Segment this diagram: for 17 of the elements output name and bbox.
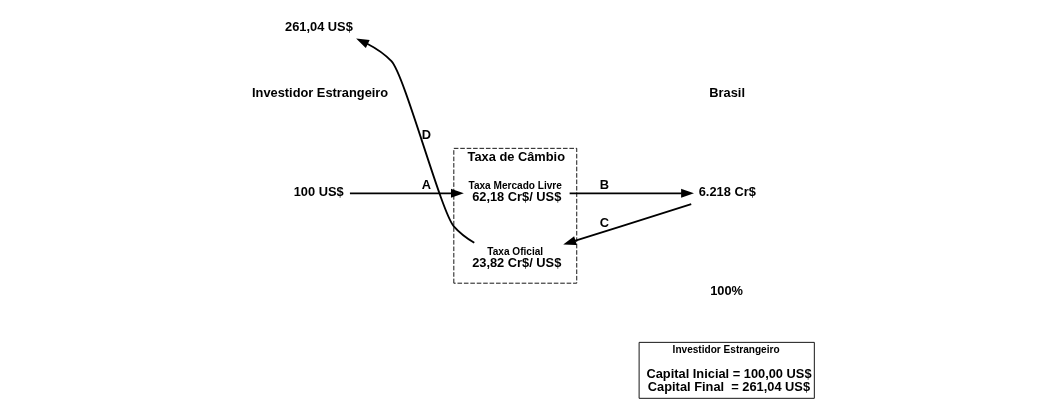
edge-label: B bbox=[599, 176, 609, 192]
node-text: 6.218 Cr$ bbox=[698, 183, 756, 199]
node-text: 100 US$ bbox=[293, 183, 344, 199]
node-text: Taxa Mercado Livre 62,18 Cr$/ US$ bbox=[468, 179, 562, 205]
node-text: 261,04 US$ bbox=[285, 18, 353, 34]
arrow bbox=[349, 188, 464, 198]
edge-label: D bbox=[421, 127, 431, 143]
node-text: Taxa Oficial 23,82 Cr$/ US$ bbox=[472, 246, 562, 271]
edge-label: A bbox=[421, 176, 431, 192]
label: 100% bbox=[710, 282, 744, 298]
arrow bbox=[563, 203, 693, 245]
label: Investidor Estrangeiro bbox=[252, 84, 389, 100]
label: Brasil bbox=[709, 84, 745, 100]
arrow bbox=[356, 38, 476, 244]
node-box: Investidor Estrangeiro Capital Inicial = 100,00 US$ Capital Final = 261,04 US$ bbox=[638, 341, 815, 399]
edge-label: C bbox=[599, 214, 609, 230]
arrow bbox=[568, 188, 694, 198]
